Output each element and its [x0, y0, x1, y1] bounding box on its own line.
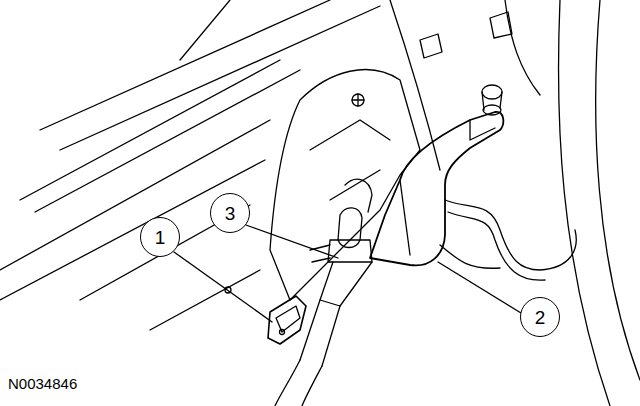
callout-number: 2	[520, 297, 560, 337]
callout-number: 1	[140, 217, 180, 257]
callout-number: 3	[210, 193, 250, 233]
figure-id: N0034846	[8, 376, 77, 391]
